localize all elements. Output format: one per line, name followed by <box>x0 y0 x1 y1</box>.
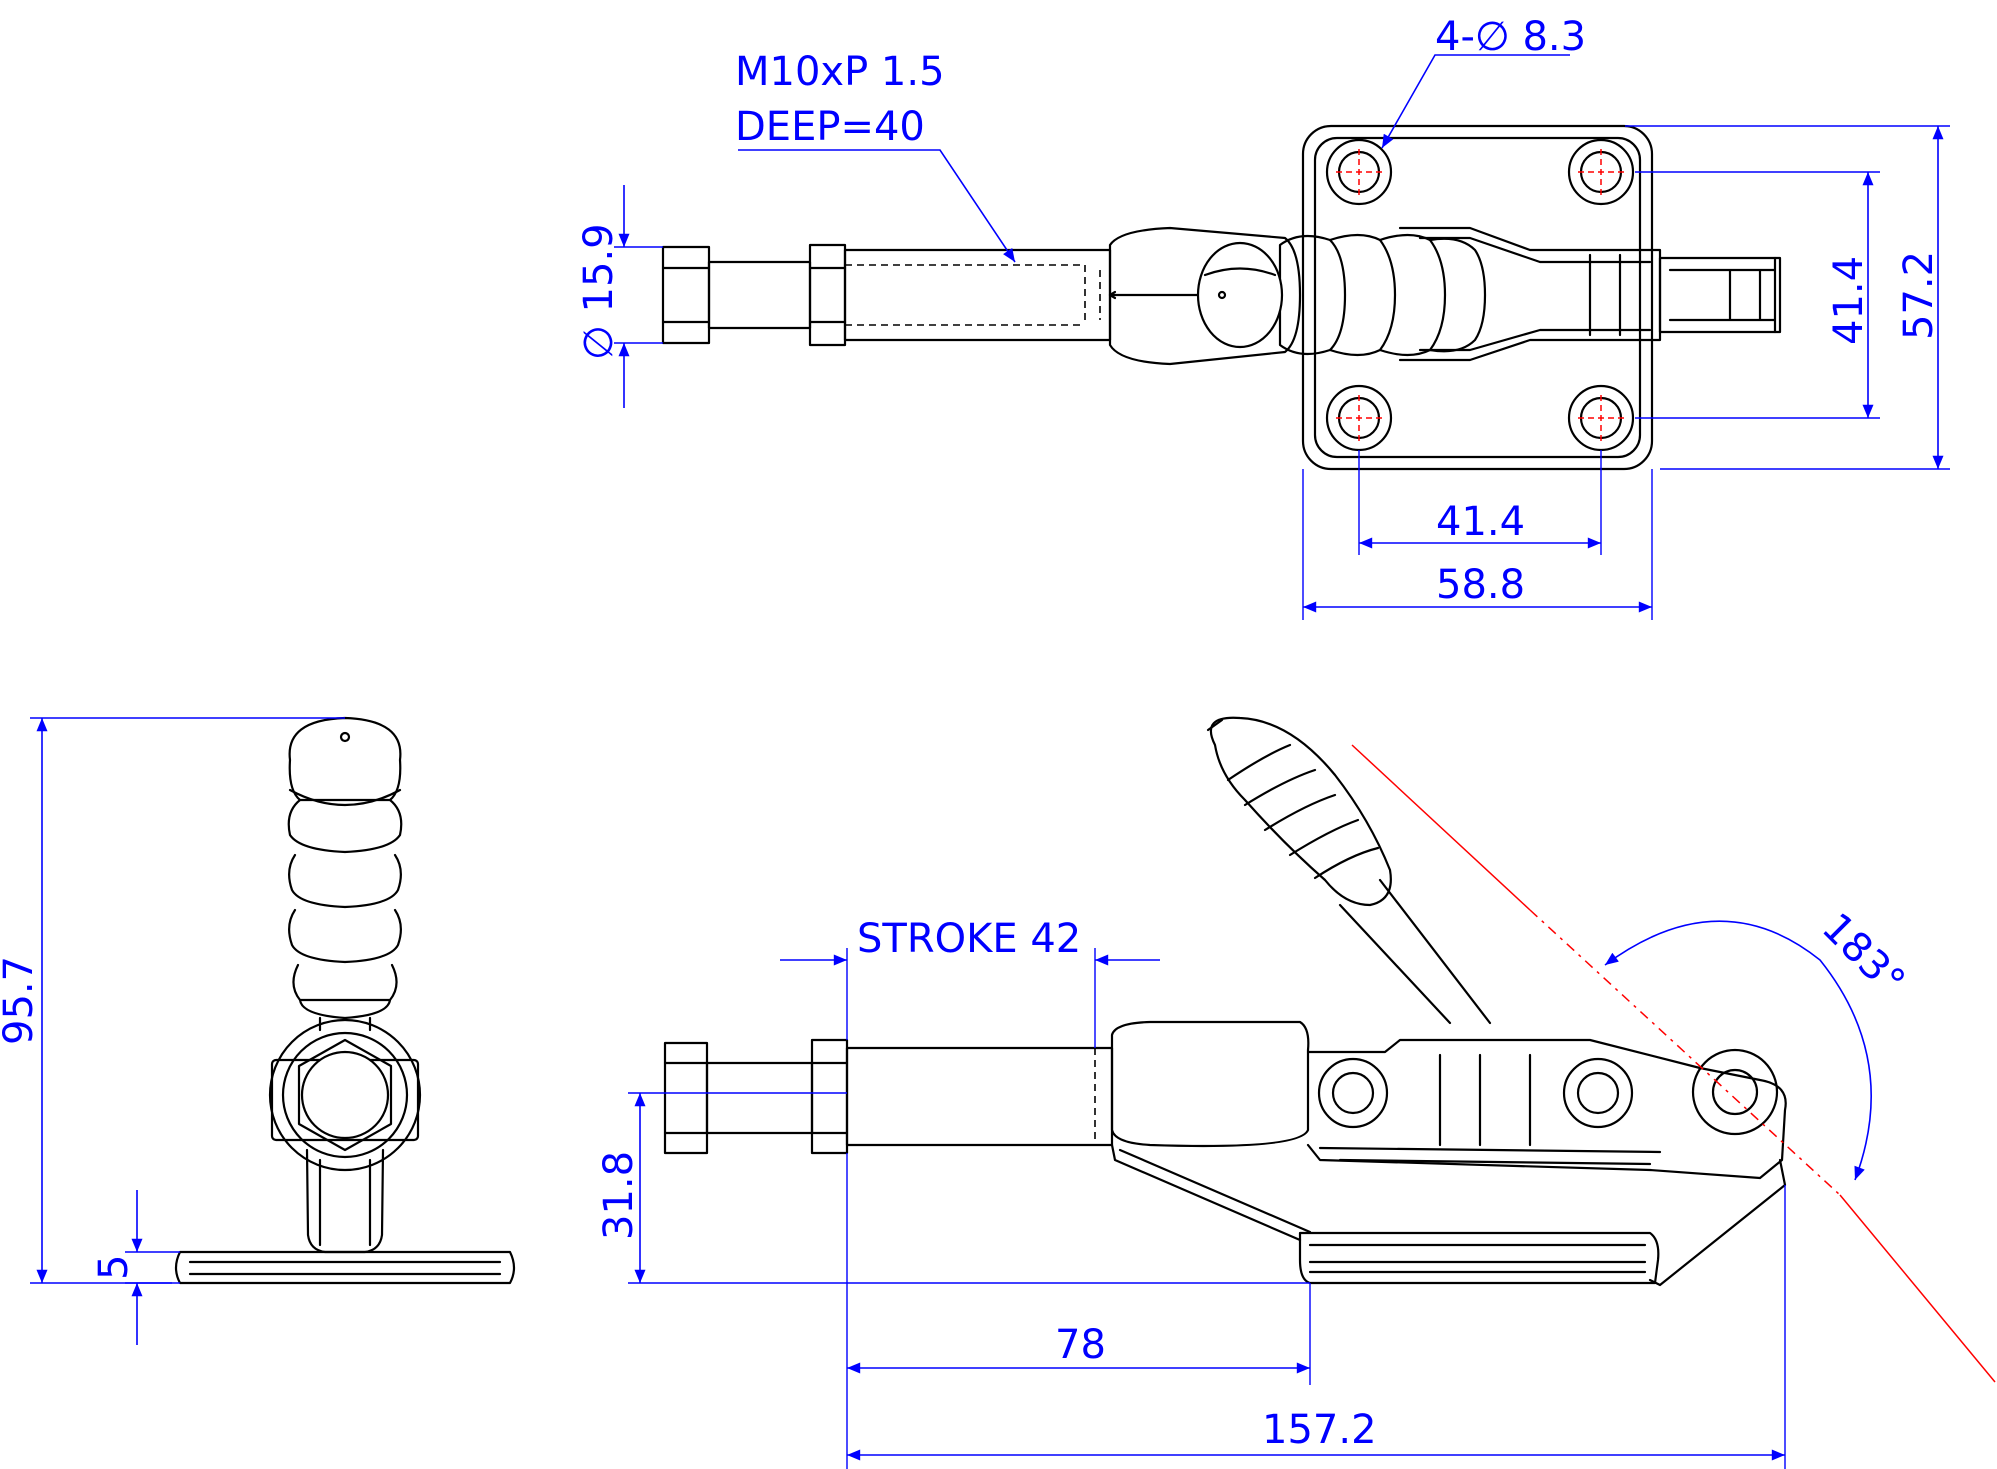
front-body <box>1110 1020 1787 1287</box>
dim-plunger-diameter: ∅ 15.9 <box>576 185 663 408</box>
thread-note-line2: DEEP=40 <box>735 104 925 150</box>
thread-callout: M10xP 1.5 DEEP=40 <box>735 49 1016 263</box>
plunger-to-base-value: 78 <box>1055 1322 1106 1368</box>
base-width-value: 58.8 <box>1436 562 1525 608</box>
front-view: 183° STROKE 42 31.8 78 157.2 <box>596 716 1996 1469</box>
base-thickness-value: 5 <box>91 1255 137 1280</box>
front-handle <box>1206 716 1492 1025</box>
dim-base-height: 57.2 <box>1625 125 1950 470</box>
dim-plunger-height: 31.8 <box>596 1092 1310 1284</box>
dim-overall-length: 157.2 <box>847 1185 1786 1469</box>
handle-angle-centerline <box>1351 744 1996 1383</box>
hole-spacing-horizontal-value: 41.4 <box>1436 499 1525 545</box>
side-body-base <box>174 1148 516 1285</box>
dim-stroke: STROKE 42 <box>780 916 1160 1048</box>
side-view: 95.7 5 <box>0 716 516 1345</box>
dim-hole-spacing-vertical: 41.4 <box>1635 171 1880 419</box>
plunger-top <box>661 243 1117 347</box>
dim-base-width: 58.8 <box>1302 469 1653 620</box>
overall-height-value: 95.7 <box>0 956 42 1045</box>
hole-spacing-vertical-value: 41.4 <box>1826 256 1872 345</box>
handle-grip-top <box>1196 233 1487 357</box>
base-height-value: 57.2 <box>1896 251 1942 340</box>
thread-note-line1: M10xP 1.5 <box>735 49 945 95</box>
plunger-height-value: 31.8 <box>596 1151 642 1240</box>
front-plunger <box>663 1038 1114 1155</box>
hole-note: 4-∅ 8.3 <box>1435 14 1586 60</box>
side-plunger-head <box>268 1018 422 1172</box>
dim-base-thickness: 5 <box>91 1190 180 1345</box>
dim-hole-spacing-horizontal: 41.4 <box>1358 450 1602 555</box>
overall-length-value: 157.2 <box>1262 1407 1377 1453</box>
hole-callout: 4-∅ 8.3 <box>1381 14 1586 149</box>
dim-overall-height: 95.7 <box>0 717 345 1284</box>
side-handle-grip <box>287 716 403 1032</box>
base-plate-top <box>1301 124 1654 471</box>
plunger-diameter-value: ∅ 15.9 <box>576 223 622 360</box>
dim-plunger-to-base: 78 <box>846 1153 1311 1469</box>
stroke-value: STROKE 42 <box>857 916 1081 962</box>
top-view: M10xP 1.5 DEEP=40 4-∅ 8.3 ∅ 15.9 41.4 <box>576 14 1950 620</box>
mounting-holes <box>1325 138 1635 452</box>
handle-angle-value: 183° <box>1813 905 1914 1006</box>
dim-handle-angle: 183° <box>1604 905 1914 1181</box>
